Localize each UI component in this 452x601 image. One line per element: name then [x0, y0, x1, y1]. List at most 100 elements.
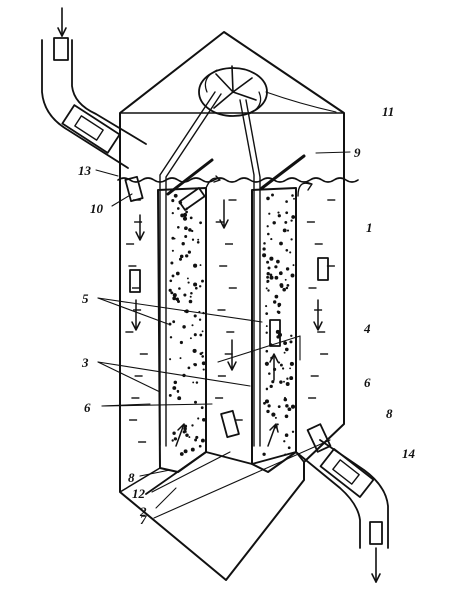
packing-particle: [277, 214, 281, 218]
packing-particle: [268, 372, 271, 375]
packing-particle: [173, 380, 178, 385]
packing-particle: [289, 367, 292, 370]
packing-particle: [293, 197, 295, 200]
packing-particle: [283, 341, 287, 345]
packing-particle: [265, 387, 269, 391]
packing-particle: [283, 380, 285, 383]
packing-particle: [202, 368, 205, 371]
packing-particle: [192, 381, 195, 384]
packing-particle: [277, 211, 280, 214]
packing-particle: [290, 404, 296, 409]
packing-particle: [271, 380, 275, 384]
packing-particle: [289, 340, 293, 344]
packing-particle: [189, 337, 192, 340]
packing-particle: [189, 216, 193, 220]
packing-particle: [191, 424, 194, 427]
label-2: 2: [139, 504, 147, 519]
packing-particle: [191, 238, 195, 241]
packing-particle: [284, 414, 289, 419]
packing-particle: [171, 236, 175, 240]
packing-particle: [283, 440, 286, 443]
packing-particle: [290, 273, 295, 278]
packing-particle: [266, 260, 270, 264]
packing-particle: [273, 300, 277, 304]
label-5: 5: [82, 291, 89, 306]
packing-particle: [189, 295, 192, 298]
packing-particle: [172, 320, 176, 324]
packing-particle: [276, 310, 280, 314]
packing-particle: [194, 286, 198, 290]
packing-particle: [182, 216, 188, 221]
packing-particle: [284, 347, 289, 352]
packing-particle: [273, 367, 277, 371]
packing-particle: [284, 220, 288, 224]
packing-particle: [271, 193, 274, 197]
packing-particle: [198, 444, 202, 448]
packing-particle: [270, 238, 273, 241]
packing-particle: [201, 351, 204, 354]
packing-particle: [289, 361, 294, 366]
vessel-outline: [119, 31, 345, 581]
packing-particle: [267, 404, 271, 408]
packing-particle: [183, 424, 188, 428]
packing-particle: [201, 330, 204, 333]
packing-particle: [172, 296, 177, 301]
packing-particle: [263, 242, 266, 245]
packing-particle: [176, 207, 180, 210]
packing-particle: [194, 438, 198, 442]
packing-particle: [192, 348, 197, 353]
packing-particle: [195, 381, 199, 384]
packing-particle: [176, 389, 180, 393]
packing-particle: [291, 430, 295, 433]
packing-particle: [179, 254, 184, 259]
bottom-cone: [119, 467, 161, 493]
packing-particle: [285, 382, 290, 386]
packing-particle: [274, 416, 277, 419]
packing-particle: [277, 302, 282, 307]
packing-particle: [169, 336, 173, 339]
packing-particle: [201, 355, 204, 358]
packing-particle: [265, 305, 268, 308]
packing-particle: [194, 400, 197, 404]
packing-particle: [184, 226, 188, 231]
liquid-dash-pattern: [125, 199, 336, 443]
packing-particle: [202, 418, 206, 422]
packing-particles: [168, 193, 296, 459]
packing-particle: [170, 261, 174, 265]
packing-particle: [179, 340, 183, 345]
leader-lines: [95, 91, 351, 519]
packing-particle: [187, 366, 191, 370]
packing-particle: [197, 417, 200, 420]
packing-particle: [190, 447, 195, 452]
packing-particle: [193, 282, 198, 287]
packing-particle: [269, 273, 273, 277]
label-12: 12: [132, 486, 146, 501]
packing-particle: [177, 226, 180, 229]
packing-particle: [283, 397, 288, 402]
packing-particle: [262, 253, 267, 258]
packing-particle: [173, 437, 178, 441]
inner-tubes: [159, 91, 261, 447]
packing-particle: [290, 334, 293, 337]
packing-particle: [291, 194, 294, 197]
packing-particle: [271, 412, 276, 417]
packing-particle: [276, 335, 280, 339]
packing-particle: [285, 286, 289, 290]
outlet-pipe: [295, 423, 389, 583]
label-8-left: 8: [128, 470, 135, 485]
packing-particle: [200, 406, 204, 410]
packing-particle: [274, 294, 279, 299]
packing-particle: [177, 396, 182, 401]
packing-particle: [283, 351, 286, 354]
packing-particle: [195, 435, 199, 439]
packing-particle: [171, 211, 174, 215]
packing-particle: [266, 279, 270, 283]
packing-particle: [266, 196, 270, 201]
packing-particle: [179, 357, 182, 360]
packing-particle: [185, 207, 189, 211]
packing-particle: [182, 325, 186, 329]
packing-particle: [187, 281, 190, 284]
packing-particle: [180, 201, 183, 204]
packing-particle: [172, 431, 176, 435]
